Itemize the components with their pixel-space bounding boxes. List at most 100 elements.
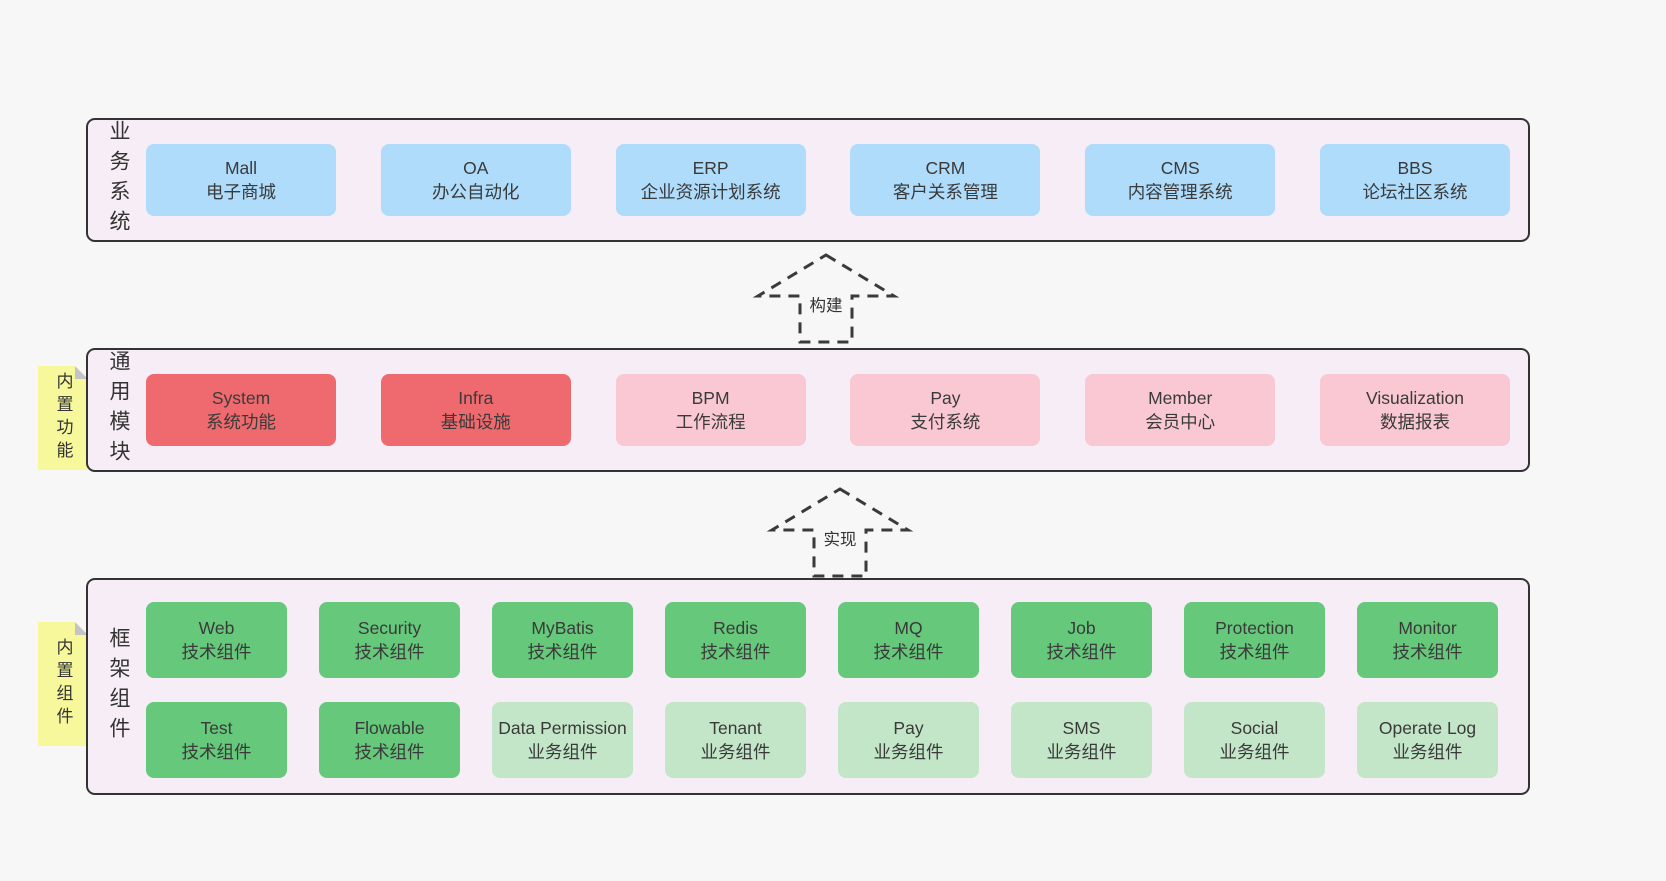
box-system: System 系统功能 xyxy=(146,374,336,446)
sticky-note-text: 内置组件 xyxy=(53,638,73,730)
box-pay: Pay 支付系统 xyxy=(850,374,1041,446)
box-protection: Protection 技术组件 xyxy=(1184,602,1325,678)
box-flowable: Flowable 技术组件 xyxy=(319,702,460,778)
arrow-up-icon xyxy=(766,487,914,578)
box-crm: CRM 客户关系管理 xyxy=(850,144,1041,216)
box-subtitle: 技术组件 xyxy=(700,642,771,662)
box-title: Monitor xyxy=(1398,617,1457,638)
box-title: Visualization xyxy=(1366,387,1464,408)
box-cms: CMS 内容管理系统 xyxy=(1085,144,1276,216)
box-subtitle: 系统功能 xyxy=(206,412,276,432)
box-title: MyBatis xyxy=(531,617,594,638)
box-visualization: Visualization 数据报表 xyxy=(1319,374,1510,446)
box-subtitle: 技术组件 xyxy=(1219,642,1290,662)
band-framework-components: 框架组件 Web 技术组件 Security 技术组件 MyBatis 技术组件… xyxy=(86,578,1530,795)
box-subtitle: 内容管理系统 xyxy=(1127,182,1233,202)
arrow-build-label: 构建 xyxy=(806,292,846,316)
box-title: Mall xyxy=(224,157,258,178)
box-title: Data Permission xyxy=(498,717,627,738)
box-title: MQ xyxy=(894,617,923,638)
box-subtitle: 业务组件 xyxy=(873,742,944,762)
box-subtitle: 业务组件 xyxy=(1219,742,1290,762)
arrow-build: 构建 xyxy=(746,252,906,344)
box-mybatis: MyBatis 技术组件 xyxy=(492,602,633,678)
box-title: OA xyxy=(463,157,489,178)
box-subtitle: 支付系统 xyxy=(910,412,981,432)
band-business-systems: 业务系统 Mall 电子商城 OA 办公自动化 ERP 企业资源计划系统 CRM… xyxy=(86,118,1530,242)
box-title: SMS xyxy=(1062,717,1101,738)
box-subtitle: 工作流程 xyxy=(675,412,746,432)
box-subtitle: 技术组件 xyxy=(873,642,944,662)
arrow-implement: 实现 xyxy=(760,486,920,578)
box-subtitle: 办公自动化 xyxy=(432,182,520,202)
box-subtitle: 电子商城 xyxy=(206,182,276,202)
box-title: BBS xyxy=(1397,157,1433,178)
box-title: Redis xyxy=(713,617,758,638)
box-subtitle: 业务组件 xyxy=(1046,742,1117,762)
box-title: Pay xyxy=(930,387,961,408)
framework-components-rows: Web 技术组件 Security 技术组件 MyBatis 技术组件 Redi… xyxy=(146,602,1498,778)
box-pay-component: Pay 业务组件 xyxy=(838,702,979,778)
box-title: Web xyxy=(198,617,235,638)
box-title: Social xyxy=(1230,717,1279,738)
box-subtitle: 技术组件 xyxy=(1046,642,1117,662)
box-subtitle: 基础设施 xyxy=(440,412,511,432)
box-subtitle: 业务组件 xyxy=(527,742,598,762)
box-infra: Infra 基础设施 xyxy=(380,374,571,446)
band-common-modules-label: 通用模块 xyxy=(107,350,130,470)
box-job: Job 技术组件 xyxy=(1011,602,1152,678)
box-subtitle: 数据报表 xyxy=(1379,412,1450,432)
box-monitor: Monitor 技术组件 xyxy=(1357,602,1498,678)
framework-row-2: Test 技术组件 Flowable 技术组件 Data Permission … xyxy=(146,702,1498,778)
box-subtitle: 技术组件 xyxy=(527,642,598,662)
box-social: Social 业务组件 xyxy=(1184,702,1325,778)
box-title: System xyxy=(211,387,271,408)
arrow-implement-label: 实现 xyxy=(820,526,860,550)
box-subtitle: 技术组件 xyxy=(354,742,425,762)
box-subtitle: 技术组件 xyxy=(354,642,425,662)
framework-row-1: Web 技术组件 Security 技术组件 MyBatis 技术组件 Redi… xyxy=(146,602,1498,678)
box-title: Tenant xyxy=(709,717,762,738)
box-subtitle: 论坛社区系统 xyxy=(1362,182,1468,202)
box-subtitle: 客户关系管理 xyxy=(892,182,998,202)
box-title: Pay xyxy=(893,717,924,738)
box-title: Member xyxy=(1148,387,1213,408)
box-operate-log: Operate Log 业务组件 xyxy=(1357,702,1498,778)
box-subtitle: 技术组件 xyxy=(181,742,252,762)
box-title: Job xyxy=(1067,617,1096,638)
box-title: Flowable xyxy=(354,717,425,738)
box-web: Web 技术组件 xyxy=(146,602,287,678)
band-common-modules: 通用模块 System 系统功能 Infra 基础设施 BPM 工作流程 Pay… xyxy=(86,348,1530,472)
box-title: Test xyxy=(200,717,233,738)
box-redis: Redis 技术组件 xyxy=(665,602,806,678)
box-title: CMS xyxy=(1160,157,1200,178)
box-mq: MQ 技术组件 xyxy=(838,602,979,678)
sticky-note-builtin-components: 内置组件 xyxy=(38,622,88,746)
box-sms: SMS 业务组件 xyxy=(1011,702,1152,778)
box-security: Security 技术组件 xyxy=(319,602,460,678)
box-title: CRM xyxy=(925,157,966,178)
box-title: Infra xyxy=(458,387,494,408)
box-title: Protection xyxy=(1215,617,1294,638)
box-title: ERP xyxy=(692,157,729,178)
box-mall: Mall 电子商城 xyxy=(146,144,336,216)
sticky-note-builtin-features: 内置功能 xyxy=(38,366,88,470)
box-tenant: Tenant 业务组件 xyxy=(665,702,806,778)
band-framework-components-label: 框架组件 xyxy=(107,626,130,747)
box-subtitle: 业务组件 xyxy=(700,742,771,762)
box-erp: ERP 企业资源计划系统 xyxy=(615,144,806,216)
sticky-note-text: 内置功能 xyxy=(53,372,73,464)
business-systems-row: Mall 电子商城 OA 办公自动化 ERP 企业资源计划系统 CRM 客户关系… xyxy=(146,144,1510,216)
box-subtitle: 企业资源计划系统 xyxy=(640,182,781,202)
common-modules-row: System 系统功能 Infra 基础设施 BPM 工作流程 Pay 支付系统… xyxy=(146,374,1510,446)
box-member: Member 会员中心 xyxy=(1085,374,1276,446)
box-title: BPM xyxy=(691,387,730,408)
box-data-permission: Data Permission 业务组件 xyxy=(492,702,633,778)
box-title: Security xyxy=(357,617,422,638)
arrow-up-icon xyxy=(752,253,900,344)
band-business-systems-label: 业务系统 xyxy=(107,120,130,240)
box-subtitle: 技术组件 xyxy=(1392,642,1463,662)
box-bpm: BPM 工作流程 xyxy=(615,374,806,446)
box-oa: OA 办公自动化 xyxy=(380,144,571,216)
box-test: Test 技术组件 xyxy=(146,702,287,778)
